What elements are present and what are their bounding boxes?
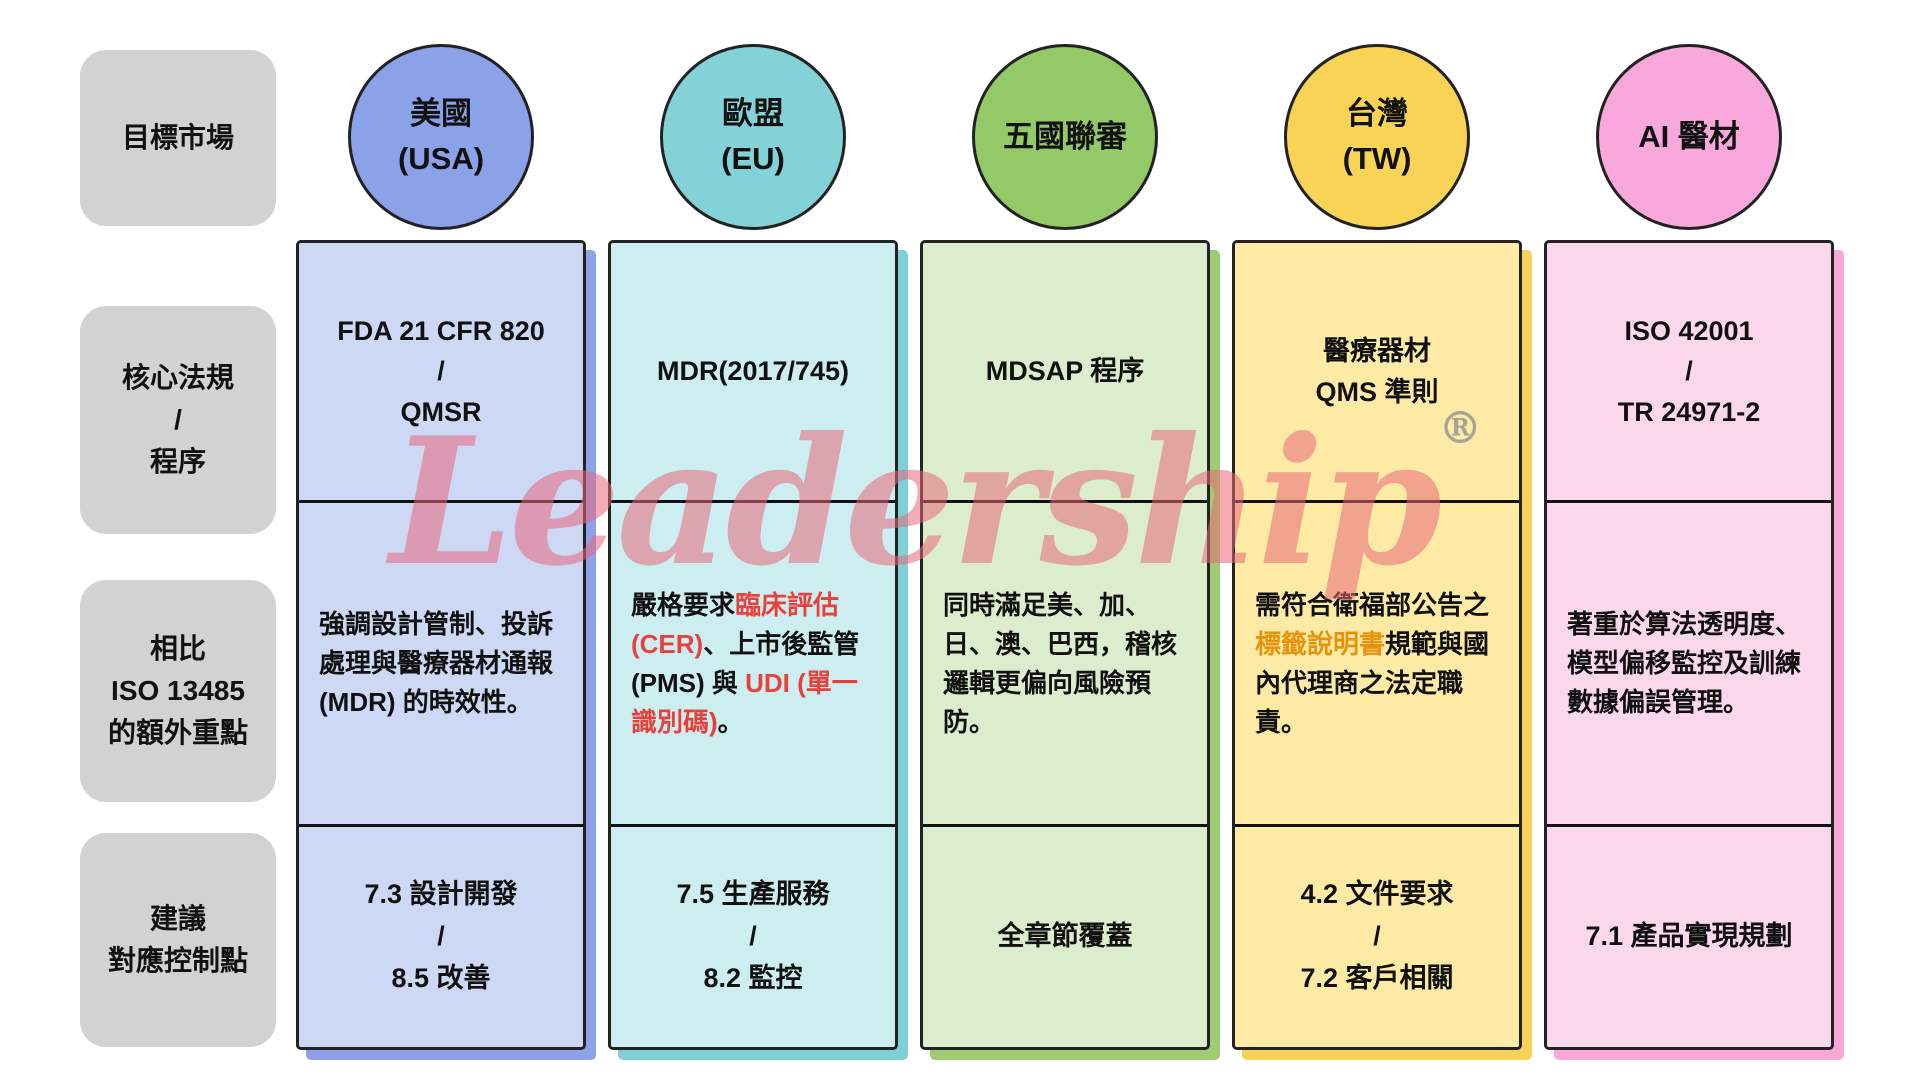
row-label-suggested-control-points: 建議 對應控制點 — [80, 833, 276, 1047]
column-mdsap: 五國聯審 MDSAP 程序 同時滿足美、加、日、澳、巴西，稽核邏輯更偏向風險預防… — [920, 0, 1210, 1080]
extra-focus-text: 嚴格要求臨床評估 (CER)、上市後監管 (PMS) 與 UDI (單一識別碼)… — [631, 589, 860, 737]
row-label-extra-focus-vs-iso13485: 相比 ISO 13485 的額外重點 — [80, 580, 276, 802]
extra-focus-taiwan: 需符合衛福部公告之標籤說明書規範與國內代理商之法定職責。 — [1235, 503, 1519, 827]
column-box-mdsap: MDSAP 程序 同時滿足美、加、日、澳、巴西，稽核邏輯更偏向風險預防。 全章節… — [920, 240, 1210, 1050]
control-points-taiwan: 4.2 文件要求 / 7.2 客戶相關 — [1300, 879, 1454, 993]
market-circle-ai-medical: AI 醫材 — [1596, 44, 1782, 230]
extra-focus-text: 著重於算法透明度、模型偏移監控及訓練數據偏誤管理。 — [1567, 609, 1802, 717]
core-regulation-usa: FDA 21 CFR 820 / QMSR — [299, 243, 583, 503]
row-label-core-regulation: 核心法規 / 程序 — [80, 306, 276, 534]
market-circle-taiwan: 台灣 (TW) — [1284, 44, 1470, 230]
extra-focus-text: 需符合衛福部公告之標籤說明書規範與國內代理商之法定職責。 — [1255, 589, 1490, 737]
extra-focus-ai-medical: 著重於算法透明度、模型偏移監控及訓練數據偏誤管理。 — [1547, 503, 1831, 827]
control-points-ai-medical: 7.1 產品實現規劃 — [1585, 921, 1793, 952]
extra-focus-usa: 強調設計管制、投訴處理與醫療器材通報 (MDR) 的時效性。 — [299, 503, 583, 827]
column-taiwan: 台灣 (TW) 醫療器材 QMS 準則 需符合衛福部公告之標籤說明書規範與國內代… — [1232, 0, 1522, 1080]
core-regulation-taiwan: 醫療器材 QMS 準則 — [1235, 243, 1519, 503]
market-circle-usa: 美國 (USA) — [348, 44, 534, 230]
row-label-target-market: 目標市場 — [80, 50, 276, 226]
core-regulation-eu: MDR(2017/745) — [611, 243, 895, 503]
column-usa: 美國 (USA) FDA 21 CFR 820 / QMSR 強調設計管制、投訴… — [296, 0, 586, 1080]
column-ai-medical: AI 醫材 ISO 42001 / TR 24971-2 著重於算法透明度、模型… — [1544, 0, 1834, 1080]
column-box-usa: FDA 21 CFR 820 / QMSR 強調設計管制、投訴處理與醫療器材通報… — [296, 240, 586, 1050]
column-eu: 歐盟 (EU) MDR(2017/745) 嚴格要求臨床評估 (CER)、上市後… — [608, 0, 898, 1080]
control-points-usa: 7.3 設計開發 / 8.5 改善 — [364, 879, 518, 993]
column-box-eu: MDR(2017/745) 嚴格要求臨床評估 (CER)、上市後監管 (PMS)… — [608, 240, 898, 1050]
control-points-mdsap: 全章節覆蓋 — [997, 921, 1133, 952]
extra-focus-text: 強調設計管制、投訴處理與醫療器材通報 (MDR) 的時效性。 — [319, 609, 554, 717]
core-regulation-mdsap: MDSAP 程序 — [923, 243, 1207, 503]
core-regulation-ai-medical: ISO 42001 / TR 24971-2 — [1547, 243, 1831, 503]
extra-focus-eu: 嚴格要求臨床評估 (CER)、上市後監管 (PMS) 與 UDI (單一識別碼)… — [611, 503, 895, 827]
control-points-eu: 7.5 生產服務 / 8.2 監控 — [676, 879, 830, 993]
extra-focus-text: 同時滿足美、加、日、澳、巴西，稽核邏輯更偏向風險預防。 — [943, 589, 1178, 737]
column-box-taiwan: 醫療器材 QMS 準則 需符合衛福部公告之標籤說明書規範與國內代理商之法定職責。… — [1232, 240, 1522, 1050]
market-circle-mdsap: 五國聯審 — [972, 44, 1158, 230]
column-box-ai-medical: ISO 42001 / TR 24971-2 著重於算法透明度、模型偏移監控及訓… — [1544, 240, 1834, 1050]
extra-focus-mdsap: 同時滿足美、加、日、澳、巴西，稽核邏輯更偏向風險預防。 — [923, 503, 1207, 827]
market-circle-eu: 歐盟 (EU) — [660, 44, 846, 230]
